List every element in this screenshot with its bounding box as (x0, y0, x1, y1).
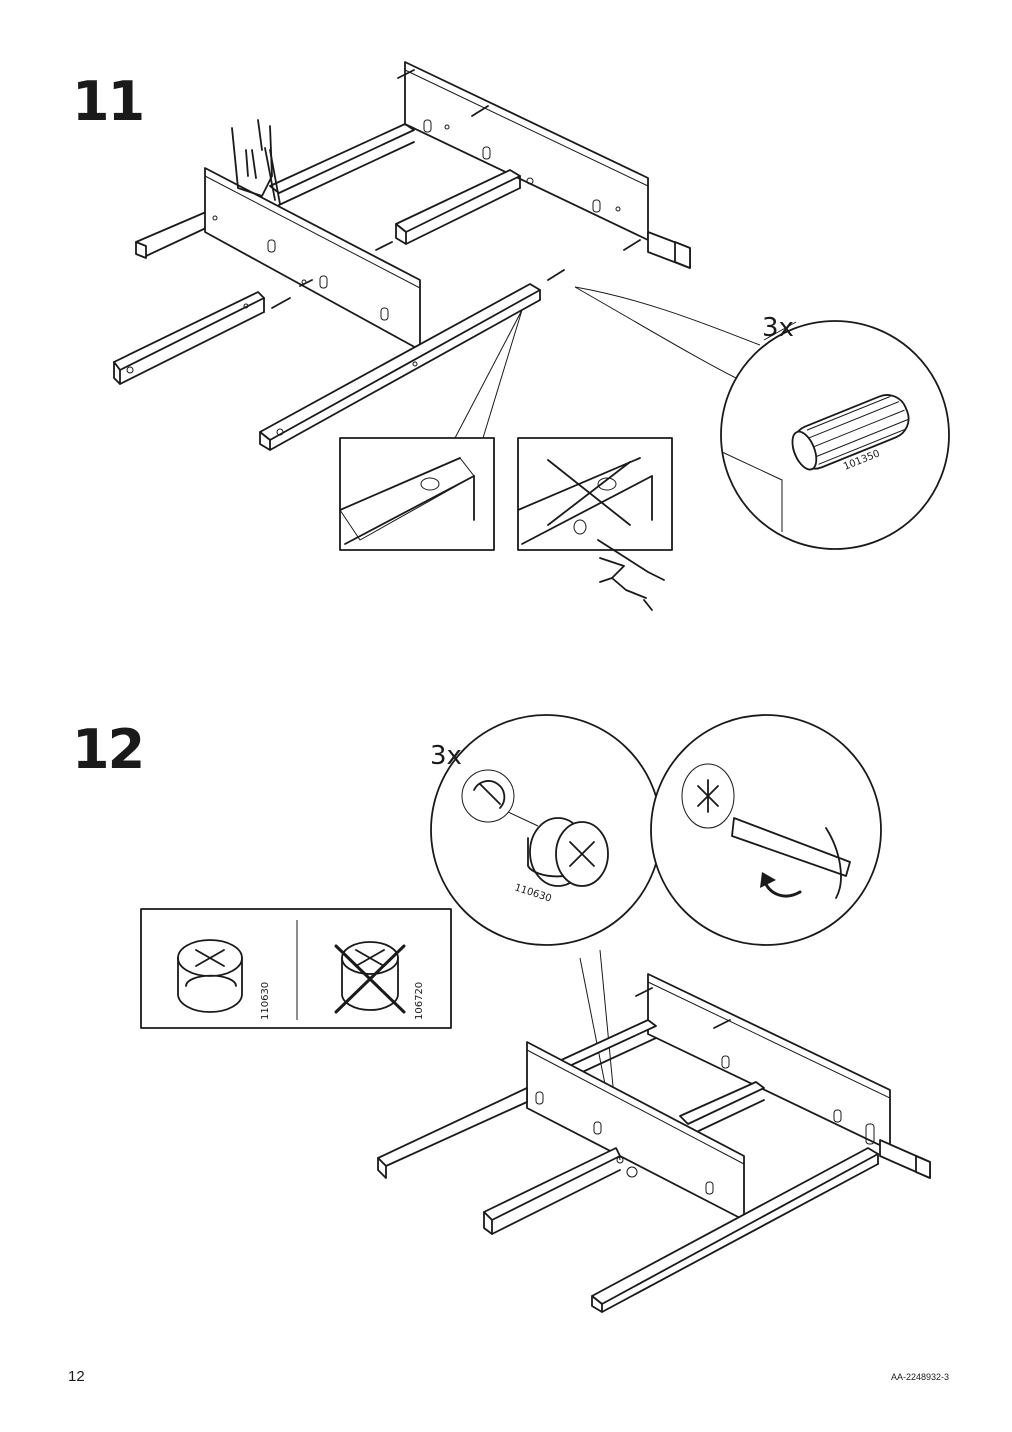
document-code: AA-2248932-3 (890, 1372, 949, 1382)
rotate-arrow-icon (760, 872, 802, 898)
step-11-detail-wrong (517, 437, 673, 611)
screwdriver-icon (731, 817, 851, 899)
step-11-number: 11 (72, 70, 145, 133)
step-11-dowel-callout (574, 286, 950, 550)
correct-part-number: 110630 (260, 982, 271, 1020)
cross-out-icon (334, 944, 406, 1014)
step-11-frame (113, 61, 691, 451)
cam-lock-wrong (334, 941, 406, 1014)
step-11-quantity: 3x (762, 313, 794, 343)
step-12-screwdriver-callout (650, 714, 882, 946)
hand-pointing-icon (231, 119, 281, 205)
cross-out-icon (547, 459, 631, 526)
page-number: 12 (68, 1368, 85, 1385)
step-12-number: 12 (72, 718, 145, 781)
cam-lock-correct (177, 939, 243, 1013)
step-12-part-compare-box (140, 908, 452, 1029)
hand-pointing-icon (597, 539, 665, 611)
step-12-cam-callout (430, 714, 662, 1161)
step-12-quantity: 3x (430, 741, 462, 771)
wrong-part-number: 106720 (414, 982, 425, 1020)
step-11-detail-ok (339, 309, 523, 551)
step-12-frame (377, 973, 931, 1313)
